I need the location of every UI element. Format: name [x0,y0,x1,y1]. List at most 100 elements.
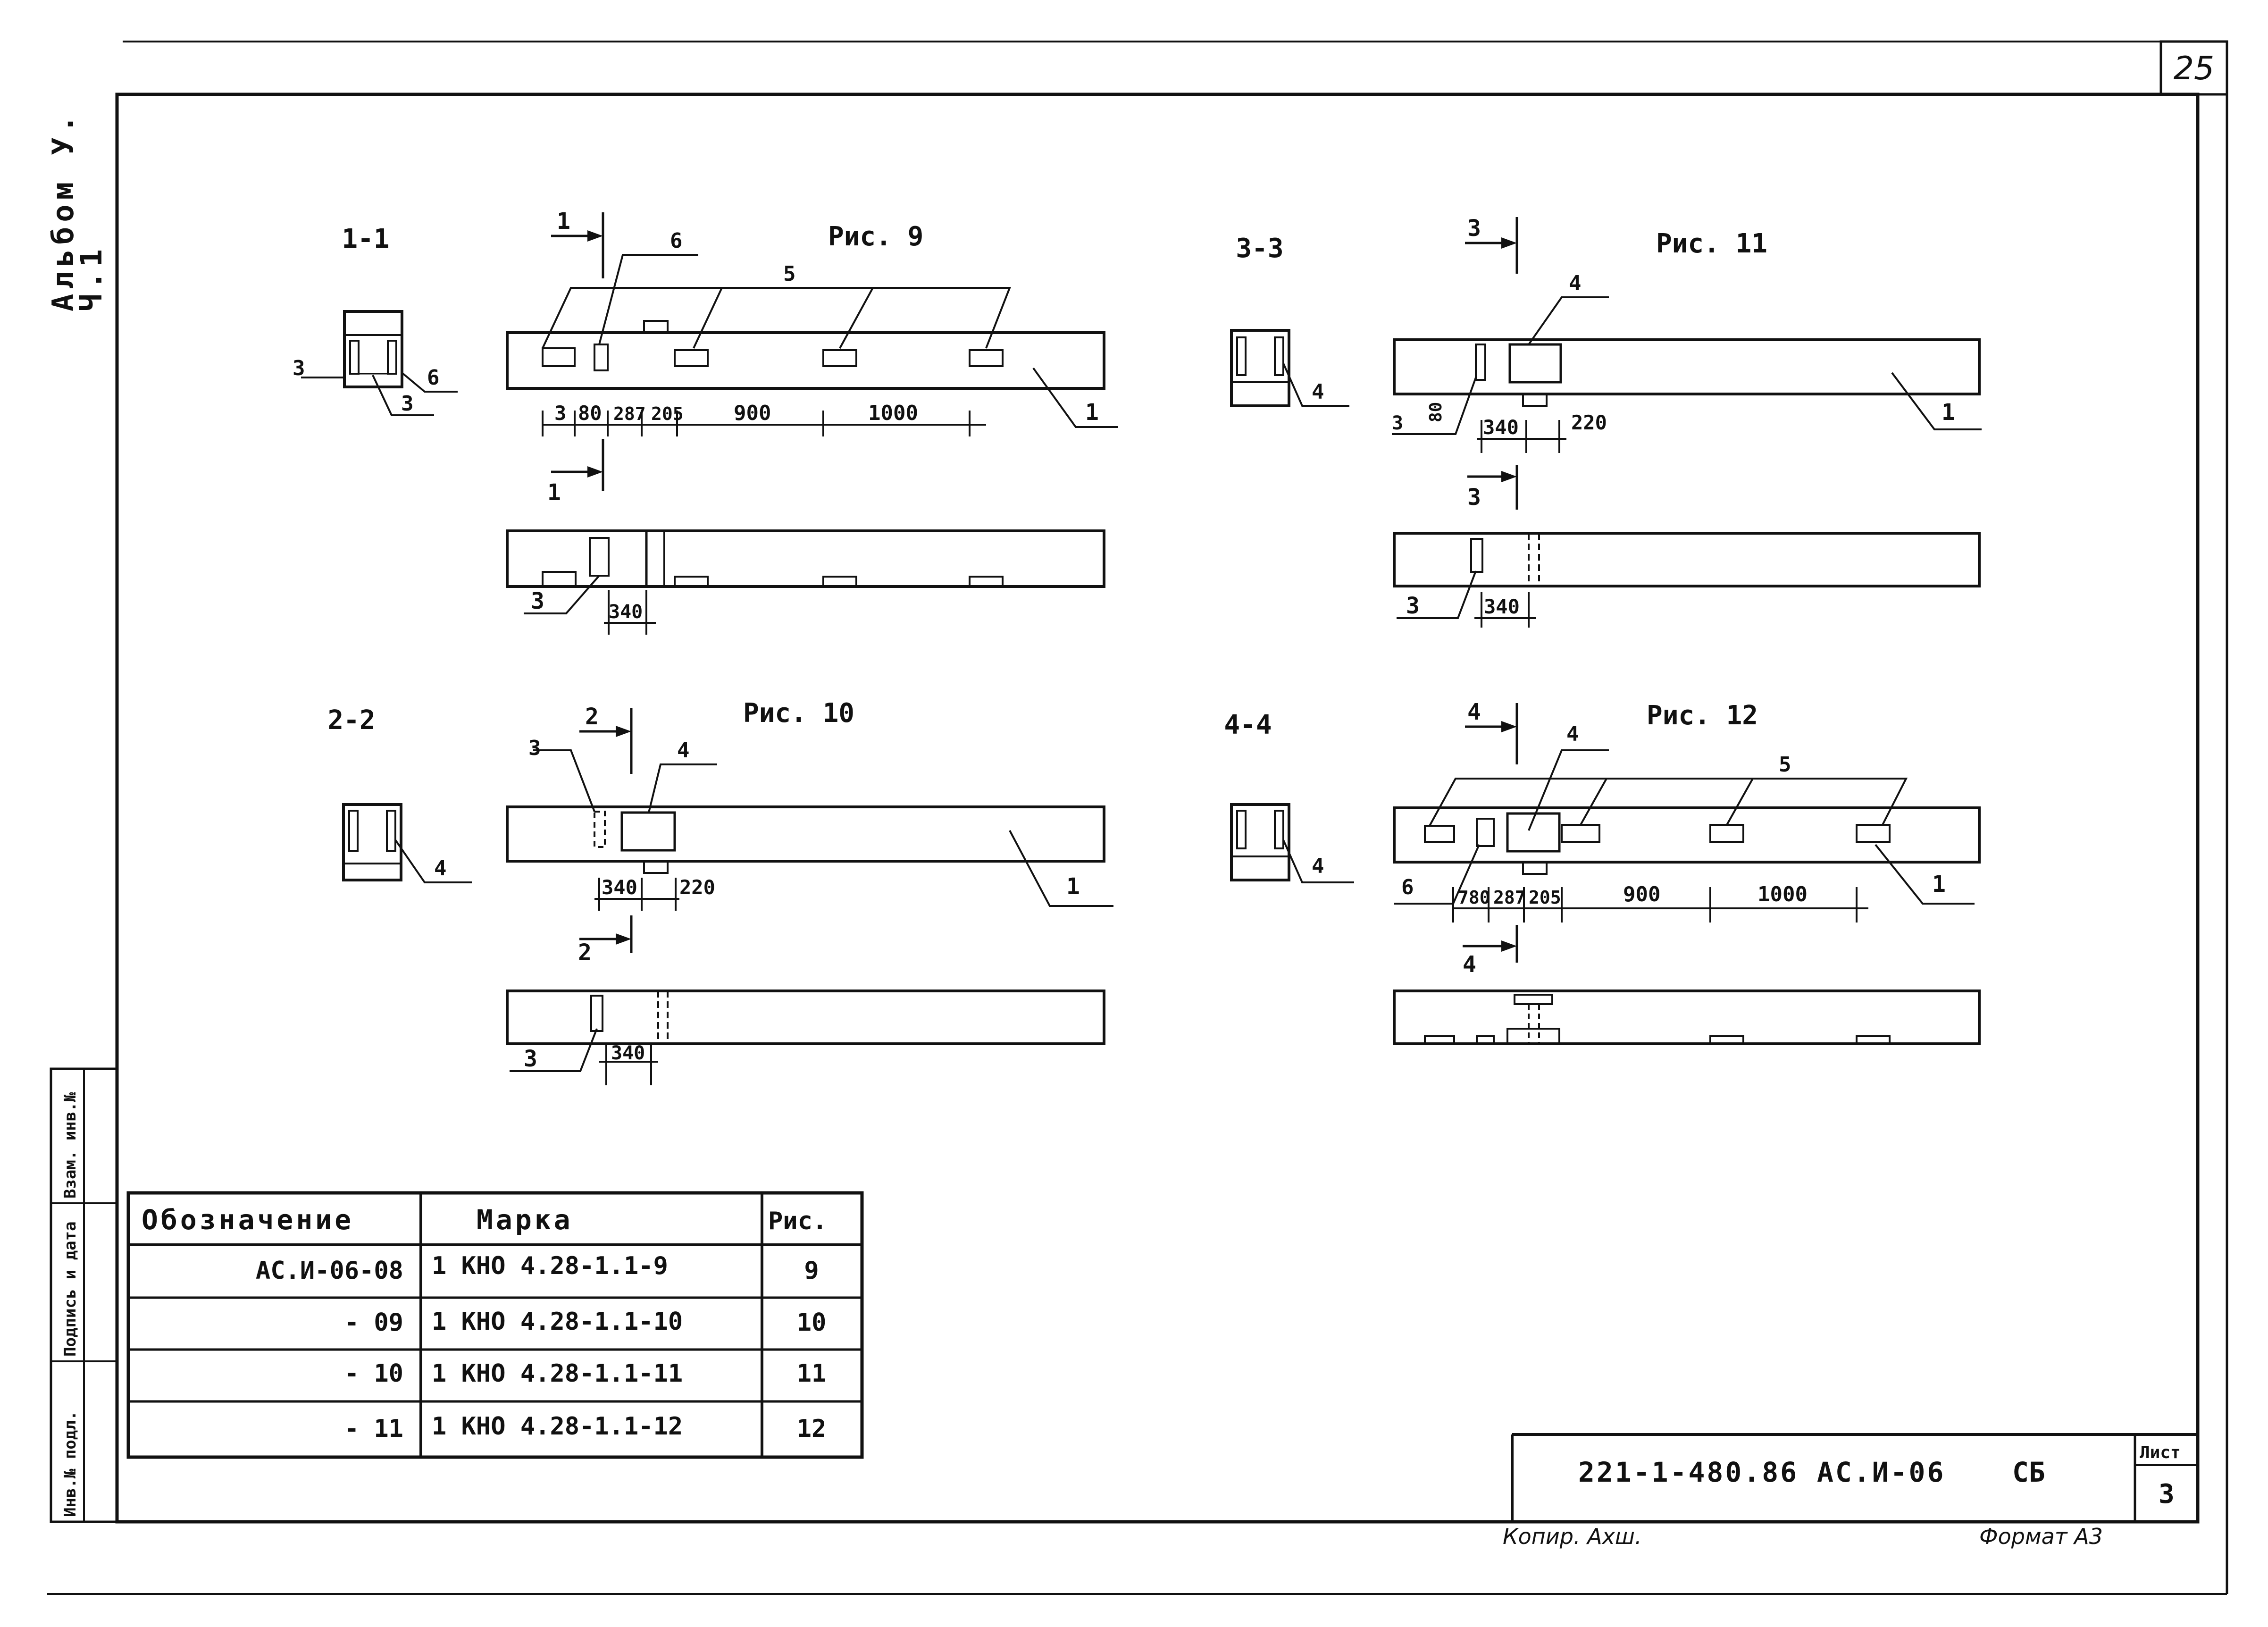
cut-1-label: 1 [557,208,570,235]
figure-12: Рис. 12 4-4 4 4 4 5 [1224,699,1981,1045]
svg-text:1: 1 [1066,873,1080,900]
table-cell: 11 [797,1359,827,1388]
beam-9-plan [506,529,1105,588]
section-3-3-label: 3-3 [1236,233,1283,264]
callout-3b: 3 [401,392,414,416]
section-1-1-label: 1-1 [342,224,389,254]
svg-text:205: 205 [1529,887,1561,908]
title-code: 221-1-480.86 АС.И-06 [1578,1456,1945,1488]
corner-number: 25 [2174,50,2215,87]
table-cell: - 11 [344,1415,403,1443]
drawing-frame [115,92,2200,1524]
svg-text:205: 205 [651,403,684,424]
svg-text:1: 1 [1932,871,1946,897]
svg-text:3: 3 [524,1046,537,1072]
cut-1: 1 1 [547,208,604,506]
album-label-line1: Альбом У. [46,110,80,311]
callout-5: 5 [783,262,796,286]
cut-3: 3 3 [1465,215,1518,511]
section-3-3: 4 [1230,329,1349,407]
svg-text:340: 340 [609,601,643,623]
svg-text:4: 4 [1566,722,1579,746]
svg-text:4: 4 [1312,380,1324,404]
svg-text:340: 340 [611,1042,645,1064]
margin-label-replaced: Взам. инв.№ [61,1092,80,1199]
title-block: 221-1-480.86 АС.И-06 СБ Лист 3 Копир. Ах… [1503,1433,2198,1549]
callout-1: 1 [1085,399,1099,426]
title-sheet-number: 3 [2159,1479,2175,1510]
svg-text:4: 4 [1569,271,1582,295]
table-cell: - 09 [344,1308,403,1337]
table-cell: 1 КНО 4.28-1.1-12 [432,1412,683,1441]
svg-text:Инв.№ подл.: Инв.№ подл. [61,1411,80,1517]
svg-text:4: 4 [1463,951,1476,978]
table-header-designation: Обозначение [142,1204,354,1236]
figure-9: Рис. 9 1-1 3 6 3 1 1 [293,208,1118,635]
table-cell: АС.И-06-08 [256,1257,403,1285]
copied-by: Копир. Ахш. [1503,1524,1642,1549]
callout-6: 6 [427,366,440,390]
svg-text:1: 1 [1942,399,1955,426]
svg-text:3: 3 [528,736,541,760]
svg-text:900: 900 [1623,882,1660,906]
svg-text:900: 900 [734,401,771,425]
svg-text:4: 4 [1467,699,1481,725]
table-header-fig: Рис. [768,1207,827,1235]
svg-text:4: 4 [434,856,447,881]
svg-text:340: 340 [1484,595,1520,618]
svg-text:340: 340 [1483,416,1519,439]
title-sheet-label: Лист [2140,1443,2181,1462]
table-cell: 10 [797,1308,827,1337]
figure-10: Рис. 10 2-2 4 2 2 3 4 1 [327,698,1113,1085]
svg-text:3: 3 [554,402,566,425]
svg-text:1000: 1000 [868,401,918,425]
section-4-4-label: 4-4 [1224,710,1272,740]
svg-text:Взам. инв.№: Взам. инв.№ [61,1092,80,1199]
svg-text:2: 2 [585,704,599,730]
beam-10-elevation [506,805,1105,863]
svg-text:Подпись и дата: Подпись и дата [61,1221,80,1357]
figure-12-title: Рис. 12 [1647,700,1758,731]
table-cell: 1 КНО 4.28-1.1-11 [432,1359,683,1388]
svg-text:340: 340 [602,876,637,899]
cut-4: 4 4 [1463,699,1518,978]
svg-text:287: 287 [1493,887,1526,908]
svg-text:3: 3 [1406,593,1420,619]
album-label-line2: Ч.1 [74,244,109,311]
svg-text:80: 80 [1426,402,1446,422]
figure-11: Рис. 11 3-3 4 3 3 4 1 3 [1230,215,1982,628]
table-cell: 1 КНО 4.28-1.1-9 [432,1252,668,1280]
format-label: Формат А3 [1979,1524,2103,1549]
svg-text:3: 3 [1467,484,1481,511]
svg-text:2: 2 [578,939,592,966]
svg-text:3: 3 [1392,412,1403,434]
title-stage: СБ [2012,1456,2045,1488]
svg-text:220: 220 [679,876,715,899]
margin-label-inv: Инв.№ подл. [61,1411,80,1517]
table-cell: 12 [797,1415,827,1443]
figure-9-title: Рис. 9 [828,221,923,252]
album-label: Альбом У. Ч.1 [46,110,109,311]
margin-label-signature: Подпись и дата [61,1221,80,1357]
svg-text:1000: 1000 [1757,882,1808,906]
svg-text:287: 287 [613,403,646,424]
beam-10-plan [506,990,1105,1045]
beam-12-elevation [1393,806,1981,864]
svg-text:3: 3 [531,588,544,614]
svg-text:6: 6 [1401,875,1414,899]
svg-text:4: 4 [1312,854,1324,878]
callout-6-top: 6 [670,229,683,253]
svg-text:5: 5 [1779,753,1791,777]
svg-text:220: 220 [1571,411,1607,434]
corner-number-box [2159,40,2228,96]
cut-1-label-b: 1 [547,479,561,506]
table-cell: - 10 [344,1359,403,1388]
svg-text:80: 80 [578,402,602,425]
cut-2: 2 2 [578,704,633,966]
beam-11-elevation [1393,338,1981,395]
beam-9-elevation [506,331,1105,390]
designation-table: Обозначение Марка Рис. АС.И-06-08 1 КНО … [126,1191,864,1459]
table-cell: 9 [804,1257,819,1285]
svg-text:3: 3 [1467,215,1481,242]
